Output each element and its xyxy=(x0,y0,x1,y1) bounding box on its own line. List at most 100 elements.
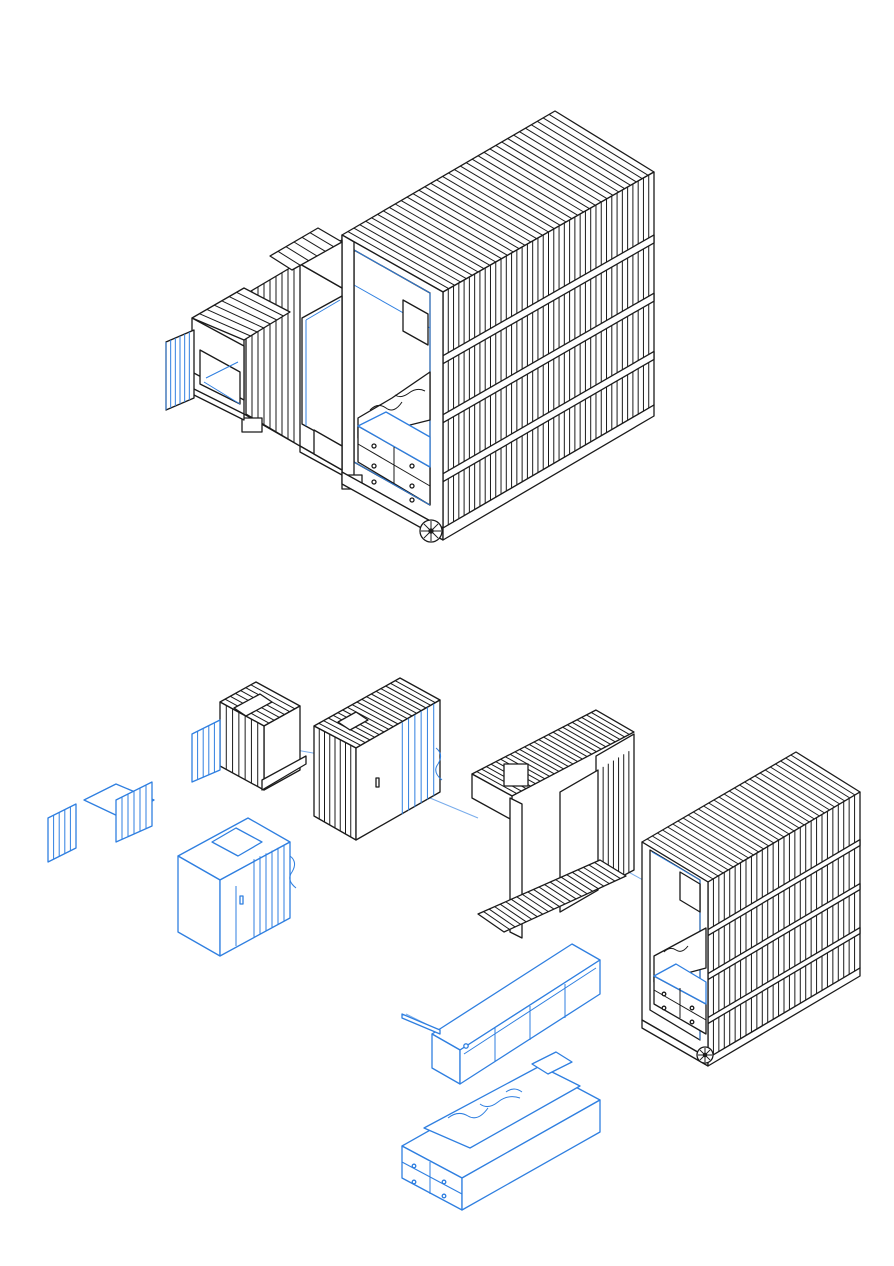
drawer-knob xyxy=(411,1179,417,1185)
roof-slat xyxy=(454,169,555,230)
floor-board xyxy=(499,903,527,923)
roof-slat xyxy=(739,784,805,826)
roof-slat xyxy=(698,808,764,850)
roof-slat xyxy=(536,120,637,183)
roof-slat xyxy=(744,781,810,823)
drawer-knob xyxy=(689,1019,695,1025)
roof-slat xyxy=(418,189,520,250)
assembled-cabin-view xyxy=(165,110,655,543)
assembled-drawer-unit xyxy=(357,411,431,506)
roof-slat xyxy=(430,182,532,243)
roof-slat xyxy=(662,829,729,871)
floor-board xyxy=(494,906,521,925)
floor-board xyxy=(555,879,582,897)
floor-board xyxy=(533,889,560,907)
drawer-knob xyxy=(409,463,415,469)
floor-board xyxy=(527,891,555,910)
roof-slat xyxy=(548,114,649,176)
roof-slat xyxy=(356,701,399,725)
roof-slat xyxy=(562,726,602,750)
roof-slat xyxy=(383,210,485,270)
roof-slat xyxy=(412,193,514,253)
roof-slat xyxy=(672,823,739,865)
roof-slat xyxy=(483,151,584,213)
wheel-spoke xyxy=(699,1054,706,1061)
drawer-knob xyxy=(409,497,415,503)
floor-board xyxy=(522,893,549,913)
wheel-spoke xyxy=(699,1049,706,1056)
roof-slat xyxy=(507,138,608,200)
exploded-middle-module xyxy=(313,677,443,841)
roof-slat xyxy=(542,117,643,180)
roof-slat xyxy=(351,704,394,728)
roof-slat xyxy=(749,778,815,820)
drawer-knob xyxy=(441,1193,447,1199)
roof-slat xyxy=(448,172,549,233)
exploded-front-module xyxy=(641,751,861,1067)
exploded-back-module xyxy=(191,681,307,791)
roof-slat xyxy=(375,690,417,714)
roof-slat xyxy=(385,685,427,709)
roof-slat xyxy=(785,757,851,799)
roof-slat xyxy=(221,300,271,325)
roof-slat xyxy=(436,179,538,240)
roof-slat xyxy=(713,799,780,841)
roof-slat xyxy=(353,227,455,286)
roof-slat xyxy=(723,793,790,835)
exploded-shelf-unit xyxy=(401,943,601,1085)
roof-slat xyxy=(581,716,621,740)
exploded-loose-panels xyxy=(47,781,155,863)
floor-board xyxy=(538,886,566,905)
roof-slat xyxy=(764,769,830,811)
floor-board xyxy=(594,862,621,879)
roof-slat xyxy=(359,224,461,283)
exploded-frame-module xyxy=(471,709,635,939)
roof-slat xyxy=(790,754,856,796)
wheel-spoke xyxy=(704,1049,711,1056)
exploded-wheel xyxy=(696,1046,714,1064)
roof-slat xyxy=(770,766,835,808)
roof-slat xyxy=(293,241,318,257)
roof-slat xyxy=(389,207,491,266)
floor-board xyxy=(505,901,533,920)
drawer-knob xyxy=(371,479,377,485)
roof-slat xyxy=(250,684,296,710)
roof-slat xyxy=(236,291,284,317)
roof-slat xyxy=(477,155,579,216)
roof-slat xyxy=(394,680,436,704)
drawer-knob xyxy=(409,483,415,489)
roof-slat xyxy=(548,734,588,758)
exploded-cabin-view xyxy=(47,677,861,1211)
roof-slat xyxy=(552,731,593,755)
wheel-spoke xyxy=(423,523,432,532)
roof-slat xyxy=(519,131,620,193)
roof-slat xyxy=(780,760,846,802)
roof-slat xyxy=(687,814,754,856)
roof-slat xyxy=(703,805,770,847)
floor-board xyxy=(510,898,538,918)
exploded-wardrobe xyxy=(177,817,297,957)
wheel-spoke xyxy=(423,530,432,539)
wheel-spoke xyxy=(430,523,439,532)
roof-slat xyxy=(476,771,517,794)
roof-slat xyxy=(471,158,573,220)
roof-slat xyxy=(465,162,567,223)
floor-board xyxy=(572,871,599,890)
roof-slat xyxy=(533,741,574,765)
roof-slat xyxy=(693,811,759,853)
roof-slat xyxy=(775,763,840,805)
drawer-knob xyxy=(371,463,377,469)
roof-slat xyxy=(590,712,630,735)
roof-slat xyxy=(509,753,550,777)
roof-slat xyxy=(489,148,590,210)
roof-slat xyxy=(366,696,408,720)
roof-slat xyxy=(524,746,564,770)
assembled-wheel xyxy=(419,519,443,543)
floor-board xyxy=(483,911,510,930)
roof-slat xyxy=(371,217,473,276)
floor-board xyxy=(577,869,605,887)
drawer-knob xyxy=(661,1005,667,1011)
floor-board xyxy=(560,876,588,895)
roof-slat xyxy=(667,826,734,868)
